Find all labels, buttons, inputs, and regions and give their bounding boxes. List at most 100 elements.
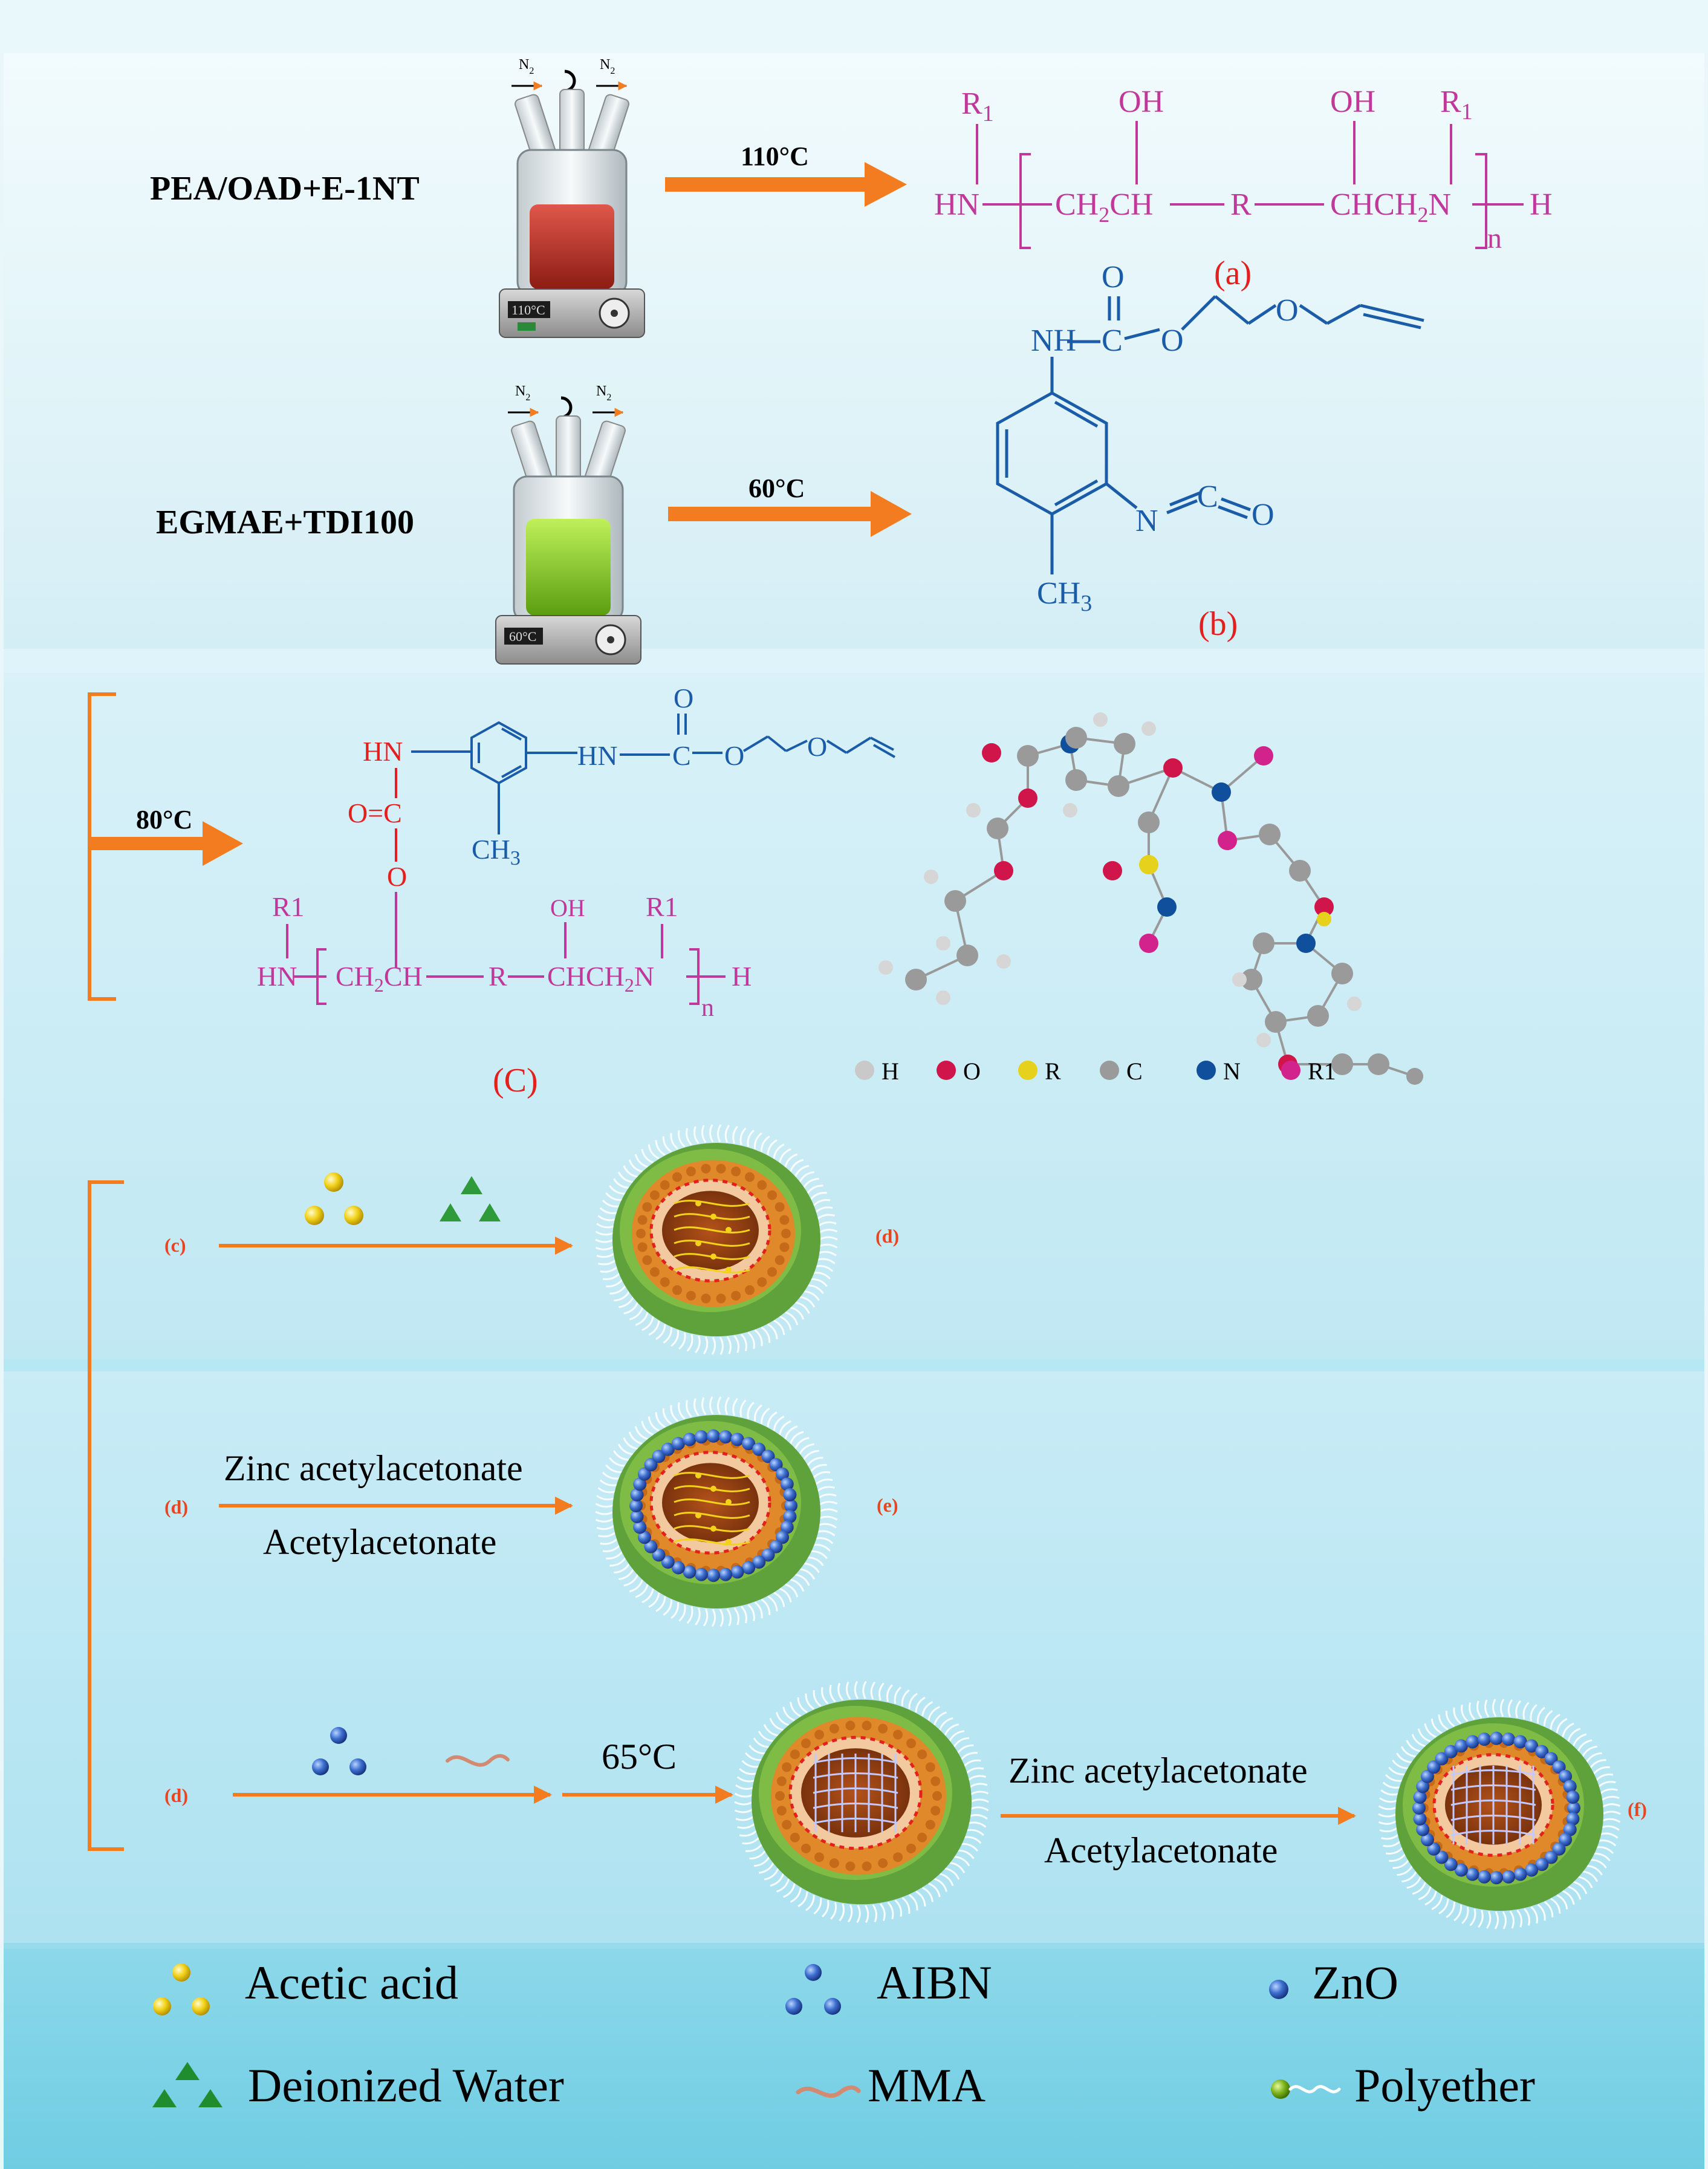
hn-a: HN	[934, 187, 979, 222]
chch2n-a: CHCH2N	[1330, 187, 1451, 227]
step2-bottom-label: Acetylacetonate	[263, 1522, 496, 1562]
label-c: (C)	[493, 1062, 538, 1099]
reactor-b: N2 N2 60°C	[495, 383, 641, 665]
atom-legend-label: R1	[1308, 1058, 1336, 1085]
polyether-shell	[595, 1124, 838, 1355]
step3-from: (d)	[164, 1784, 188, 1806]
section-d: (c) (d) (d) Zinc acetylacetonate Acetyla…	[88, 1124, 1647, 1930]
legend-deionized-water: Deionized Water	[248, 2059, 564, 2112]
ch3-c: CH3	[472, 834, 521, 870]
n-b: N	[1135, 504, 1158, 538]
legend-zno-icon	[1269, 1980, 1288, 1999]
o-red: O	[387, 861, 407, 892]
acetic-chains	[674, 1200, 750, 1273]
step2-top-label: Zinc acetylacetonate	[224, 1448, 523, 1488]
legend-polyether: Polyether	[1354, 2059, 1535, 2112]
section-a-reagents: PEA/OAD+E-1NT	[150, 170, 420, 207]
atom-legend-label: O	[963, 1058, 981, 1085]
section-c: 80°C HN HN C O O O O=C O CH3	[88, 683, 1423, 1099]
oc-red: O=C	[348, 798, 402, 828]
c-b: C	[1102, 324, 1123, 358]
r1-left-c: R1	[272, 891, 305, 922]
micelle-e	[595, 1396, 838, 1627]
atom-legend-item: O	[937, 1058, 981, 1085]
section-a: PEA/OAD+E-1NT N2 N2 110°C 110°C	[150, 57, 1553, 338]
reactor-a: N2 N2 110°C	[499, 57, 645, 338]
model-atoms	[878, 712, 1423, 1085]
atom-legend-label: N	[1223, 1058, 1241, 1085]
o-1-b: O	[1161, 324, 1184, 358]
section-b-reagents: EGMAE+TDI100	[156, 504, 414, 541]
o-top-c: O	[674, 683, 693, 714]
hn-bottom-c: HN	[257, 961, 297, 992]
atom-color-icon	[1197, 1061, 1216, 1080]
step3-temp: 65°C	[602, 1737, 677, 1777]
formula-c-bottom: R1 OH R1 HN CH2CH R CHCH2N n H	[257, 891, 752, 1022]
step1-from: (c)	[164, 1234, 186, 1256]
oh-c: OH	[550, 894, 585, 922]
c-blue: C	[672, 740, 691, 771]
pmma-network	[1450, 1766, 1536, 1844]
legend-polyether-icon	[1271, 2080, 1341, 2099]
bracket-d	[88, 1180, 124, 1851]
legend-zno: ZnO	[1312, 1956, 1398, 2009]
step3-bottom-label: Acetylacetonate	[1044, 1830, 1278, 1870]
zno-layer	[629, 1429, 797, 1582]
atom-color-icon	[937, 1061, 956, 1080]
pmma-network	[813, 1754, 898, 1832]
polyether-shell	[595, 1396, 838, 1627]
label-a: (a)	[1214, 255, 1252, 292]
r1-right: R1	[1440, 85, 1473, 125]
step2-to: (e)	[877, 1494, 898, 1516]
temp-b: 60°C	[748, 473, 805, 503]
h-a: H	[1530, 187, 1553, 222]
svg-text:N2: N2	[596, 383, 611, 403]
micelle-f2	[1378, 1699, 1621, 1930]
legend-aibn-icon	[785, 1964, 841, 2015]
arrow-b	[668, 491, 912, 537]
svg-text:N2: N2	[515, 383, 530, 403]
acetic-acid-icon	[305, 1172, 363, 1225]
ch2ch-a: CH2CH	[1055, 187, 1154, 227]
ch3-b: CH3	[1037, 576, 1092, 616]
mma-icon	[446, 1754, 510, 1767]
atom-color-icon	[1100, 1061, 1119, 1080]
step2-from: (d)	[164, 1496, 188, 1518]
section-b: EGMAE+TDI100 N2 N2 60°C 60°C NH C	[156, 260, 1424, 665]
formula-c-top-bonds	[395, 714, 895, 967]
atom-color-icon	[1281, 1061, 1300, 1080]
polyether-shell	[1378, 1699, 1621, 1930]
legend-acetic-acid: Acetic acid	[245, 1956, 458, 2009]
n2-right-label: N2	[600, 57, 615, 76]
legend: Acetic acid Deionized Water AIBN MMA ZnO…	[152, 1956, 1535, 2112]
step1-to: (d)	[875, 1225, 899, 1247]
r1-right-c: R1	[646, 891, 678, 922]
chch2n-c: CHCH2N	[547, 961, 654, 996]
legend-mma-icon	[796, 2085, 861, 2098]
formula-a: R1 OH OH R1 HN CH2CH R CHCH2N n H	[934, 85, 1553, 255]
formula-b: NH C O O O N C O CH3	[1031, 260, 1299, 616]
arrow-a	[665, 162, 907, 207]
atom-legend-item: N	[1197, 1058, 1241, 1085]
temp-a: 110°C	[741, 141, 809, 171]
temp-c: 80°C	[136, 805, 192, 834]
n-c: n	[701, 994, 714, 1022]
ch2ch-c: CH2CH	[336, 961, 423, 996]
atom-legend-label: R	[1045, 1058, 1061, 1085]
c2-b: C	[1197, 480, 1218, 514]
formula-c-bottom-bonds	[286, 922, 726, 1005]
atom-color-icon	[1018, 1061, 1037, 1080]
o-top-b: O	[1102, 260, 1125, 294]
atom-legend-item: C	[1100, 1058, 1143, 1085]
n-a: n	[1487, 223, 1502, 255]
r1-left: R1	[961, 86, 994, 126]
o-1-c: O	[724, 740, 744, 771]
deionized-water-icon	[440, 1176, 501, 1221]
atom-legend-label: C	[1126, 1058, 1143, 1085]
r-c: R	[489, 961, 507, 992]
zno-layer	[1412, 1731, 1580, 1885]
oh-1: OH	[1119, 85, 1164, 119]
hn-red: HN	[363, 736, 403, 767]
h-c: H	[732, 961, 752, 992]
